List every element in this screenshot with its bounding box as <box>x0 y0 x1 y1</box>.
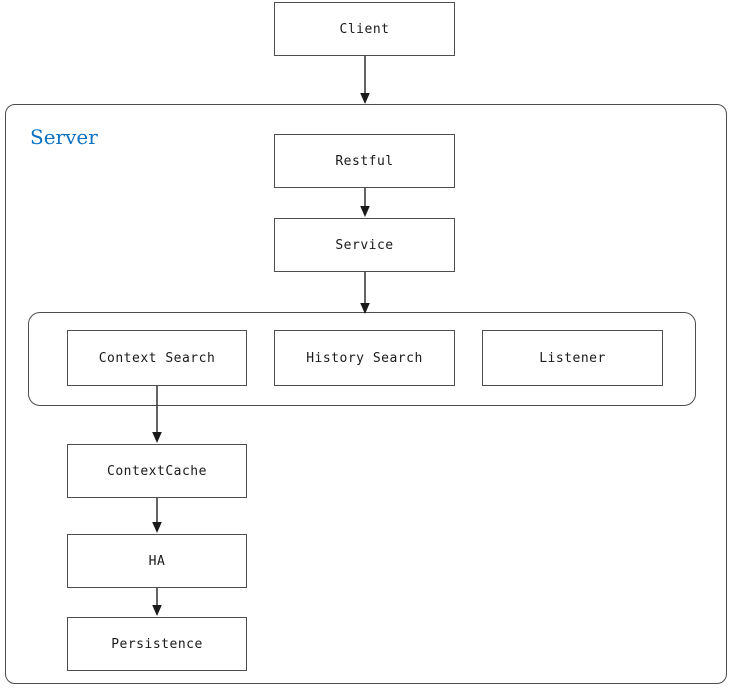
node-ha-label: HA <box>148 553 166 569</box>
node-listener-label: Listener <box>539 350 606 366</box>
node-context-search[interactable]: Context Search <box>67 330 247 386</box>
arrow-context-search-to-context-cache <box>152 386 162 443</box>
node-restful-label: Restful <box>335 153 394 169</box>
node-context-cache-label: ContextCache <box>107 463 207 479</box>
arrow-service-to-search-layer <box>360 272 370 314</box>
node-service[interactable]: Service <box>274 218 455 272</box>
arrow-client-to-server <box>360 56 370 104</box>
node-persistence[interactable]: Persistence <box>67 617 247 671</box>
node-ha[interactable]: HA <box>67 534 247 588</box>
node-listener[interactable]: Listener <box>482 330 663 386</box>
arrow-ha-to-persistence <box>152 588 162 616</box>
node-persistence-label: Persistence <box>111 636 203 652</box>
node-service-label: Service <box>335 237 394 253</box>
group-server-title: Server <box>30 125 98 149</box>
node-history-search-label: History Search <box>306 350 423 366</box>
group-server <box>5 104 727 684</box>
node-context-cache[interactable]: ContextCache <box>67 444 247 498</box>
node-client[interactable]: Client <box>274 2 455 56</box>
node-client-label: Client <box>339 21 390 37</box>
arrow-restful-to-service <box>360 188 370 217</box>
node-restful[interactable]: Restful <box>274 134 455 188</box>
arrow-context-cache-to-ha <box>152 498 162 533</box>
node-context-search-label: Context Search <box>98 350 216 366</box>
group-search-layer <box>28 312 696 406</box>
node-history-search[interactable]: History Search <box>274 330 455 386</box>
